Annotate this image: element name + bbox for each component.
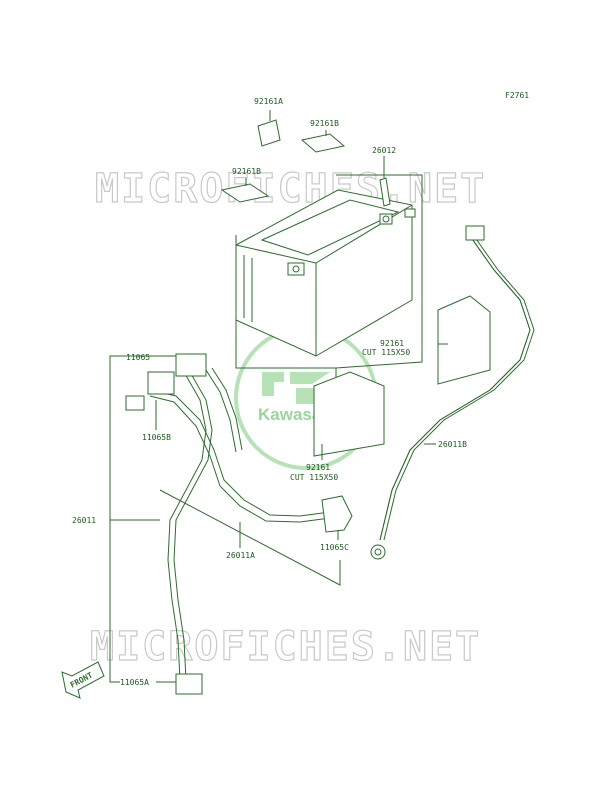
pad-92161-center: [313, 371, 385, 457]
pad-92161B-top: [300, 130, 346, 153]
bracket-26011: [109, 355, 120, 683]
bolt-26012: [379, 156, 391, 207]
pad-92161B-left: [220, 178, 270, 203]
label-11065C: 11065C: [320, 543, 349, 552]
pad-92161A: [257, 110, 281, 147]
label-92161B-top: 92161B: [310, 119, 339, 128]
label-11065A: 11065A: [120, 678, 149, 687]
label-26011A: 26011A: [226, 551, 255, 560]
label-92161-right: 92161: [380, 339, 404, 348]
cable-26011: [125, 353, 353, 695]
watermark-top: MICROFICHES.NET: [95, 166, 486, 212]
label-26011: 26011: [72, 516, 96, 525]
label-92161B-left: 92161B: [232, 167, 261, 176]
label-11065B: 11065B: [142, 433, 171, 442]
label-92161-right-cut: CUT 115X50: [362, 348, 410, 357]
watermark-bottom: MICROFICHES.NET: [90, 624, 481, 670]
battery: [235, 189, 416, 357]
label-11065: 11065: [126, 353, 150, 362]
front-arrow: FRONT: [61, 661, 105, 699]
label-92161-center-cut: CUT 115X50: [290, 473, 338, 482]
label-92161-center: 92161: [306, 463, 330, 472]
label-26011B: 26011B: [438, 440, 467, 449]
label-92161A: 92161A: [254, 97, 283, 106]
label-26012: 26012: [372, 146, 396, 155]
figure-code: F2761: [505, 91, 529, 100]
battery-frame-right: [335, 174, 423, 369]
bracket-bottom: [159, 489, 341, 586]
pad-92161-right: [437, 295, 491, 385]
cable-26011B: [370, 225, 535, 560]
